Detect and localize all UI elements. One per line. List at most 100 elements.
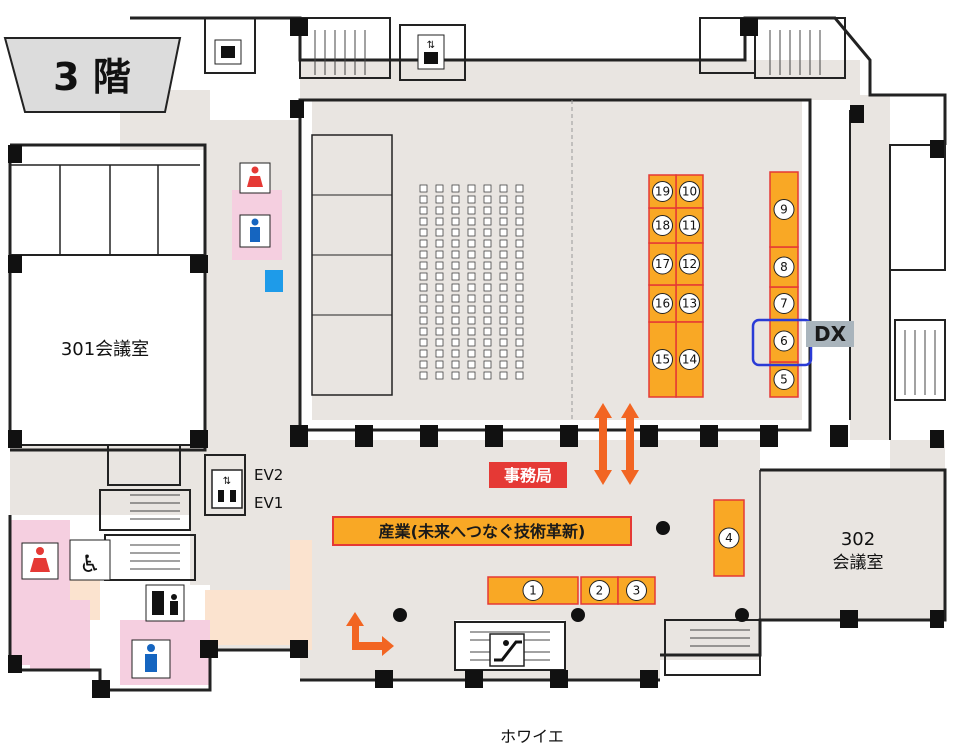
booth-14[interactable]: 14 — [675, 321, 704, 398]
seat — [483, 250, 492, 259]
seat — [419, 228, 428, 237]
booth-12[interactable]: 12 — [675, 242, 704, 286]
booth-number-circle — [679, 181, 700, 202]
seat — [467, 371, 476, 380]
seat — [483, 338, 492, 347]
seat — [499, 228, 508, 237]
booth-number-circle — [652, 215, 673, 236]
seat — [451, 206, 460, 215]
booth-number-circle — [718, 527, 740, 549]
double-arrow-icon — [594, 403, 639, 485]
seat — [419, 316, 428, 325]
seat — [483, 239, 492, 248]
seat — [483, 316, 492, 325]
floor-label-text: 3 階 — [53, 55, 131, 99]
seat — [419, 305, 428, 314]
seat — [499, 283, 508, 292]
seat — [467, 261, 476, 270]
booth-15[interactable]: 15 — [648, 321, 677, 398]
seat — [467, 316, 476, 325]
seat — [435, 338, 444, 347]
seat — [499, 360, 508, 369]
booth-6[interactable]: 6 — [769, 319, 799, 363]
seat — [451, 349, 460, 358]
seat — [435, 228, 444, 237]
booth-11[interactable]: 11 — [675, 207, 704, 244]
seat — [515, 316, 524, 325]
booth-2[interactable]: 2 — [580, 576, 619, 605]
elevator-ev1-label: EV1 — [254, 494, 283, 512]
booth-1[interactable]: 1 — [487, 576, 579, 605]
booth-number-circle — [773, 256, 795, 278]
seat — [435, 327, 444, 336]
booth-number-circle — [652, 181, 673, 202]
seat — [419, 239, 428, 248]
booth-number: 14 — [682, 353, 697, 367]
booth-number: 4 — [725, 531, 733, 545]
booth-9[interactable]: 9 — [769, 171, 799, 248]
water-fountain-icon — [265, 270, 283, 292]
booth-7[interactable]: 7 — [769, 286, 799, 321]
seat — [451, 239, 460, 248]
audience-seating — [419, 184, 524, 380]
seat — [515, 184, 524, 193]
seat — [451, 305, 460, 314]
seat — [483, 349, 492, 358]
booth-17[interactable]: 17 — [648, 242, 677, 286]
seat — [483, 184, 492, 193]
booth-4[interactable]: 4 — [713, 499, 745, 577]
booth-number: 2 — [596, 584, 604, 598]
booth-number-circle — [652, 349, 673, 370]
seat — [499, 217, 508, 226]
seat — [483, 305, 492, 314]
booth-number-circle — [679, 349, 700, 370]
seat — [499, 349, 508, 358]
seat — [483, 283, 492, 292]
booth-number: 12 — [682, 257, 697, 271]
booth-18[interactable]: 18 — [648, 207, 677, 244]
seat — [451, 360, 460, 369]
svg-text:⇅: ⇅ — [223, 476, 231, 487]
seat — [451, 294, 460, 303]
seat — [451, 283, 460, 292]
seat — [499, 195, 508, 204]
seat — [435, 195, 444, 204]
seat — [467, 217, 476, 226]
seat — [419, 327, 428, 336]
seat — [515, 338, 524, 347]
seat — [435, 184, 444, 193]
seat — [467, 206, 476, 215]
male-restroom-icon — [131, 639, 171, 679]
booth-5[interactable]: 5 — [769, 361, 799, 398]
booth-19[interactable]: 19 — [648, 174, 677, 209]
elevator-icon: ⇅ — [211, 469, 243, 509]
seat — [435, 316, 444, 325]
booth-8[interactable]: 8 — [769, 246, 799, 288]
booth-10[interactable]: 10 — [675, 174, 704, 209]
booth-number-circle — [773, 293, 795, 314]
seat — [467, 228, 476, 237]
direction-arrow-icon — [346, 612, 394, 656]
booth-number: 7 — [780, 297, 788, 311]
seat — [499, 316, 508, 325]
booth-number: 19 — [655, 185, 670, 199]
seat — [483, 371, 492, 380]
booth-number: 9 — [780, 203, 788, 217]
seat — [499, 305, 508, 314]
booth-number-circle — [773, 330, 795, 352]
booth-3[interactable]: 3 — [617, 576, 656, 605]
seat — [419, 195, 428, 204]
male-restroom-icon — [239, 214, 271, 248]
booth-13[interactable]: 13 — [675, 284, 704, 323]
booth-16[interactable]: 16 — [648, 284, 677, 323]
seat — [451, 338, 460, 347]
booth-number: 16 — [655, 297, 670, 311]
seat — [451, 217, 460, 226]
seat — [515, 217, 524, 226]
seat — [467, 283, 476, 292]
seat — [419, 272, 428, 281]
svg-text:⇅: ⇅ — [427, 40, 435, 51]
booth-number: 5 — [780, 373, 788, 387]
